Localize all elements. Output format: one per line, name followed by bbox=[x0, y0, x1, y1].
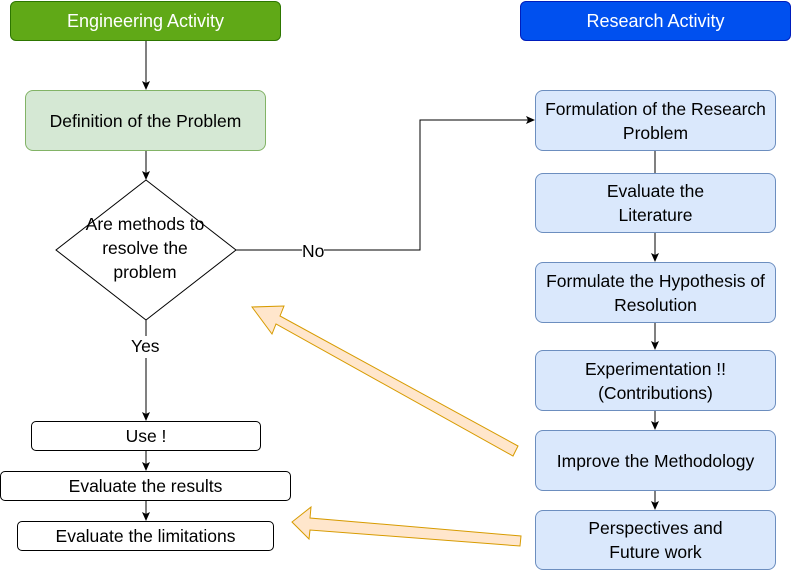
connector-no-branch bbox=[236, 116, 535, 251]
feedback-arrow-to-decision bbox=[251, 305, 519, 457]
evaluate-limitations-box: Evaluate the limitations bbox=[17, 521, 274, 551]
engineering-activity-header: Engineering Activity bbox=[10, 1, 281, 41]
decision-label: Are methods to resolve the problem bbox=[85, 214, 205, 282]
use-box: Use ! bbox=[31, 421, 261, 451]
research-step-formulation: Formulation of the Research Problem bbox=[535, 90, 776, 151]
evaluate-results-box: Evaluate the results bbox=[0, 471, 291, 501]
research-step-experimentation: Experimentation !! (Contributions) bbox=[535, 350, 776, 411]
definition-of-problem-box: Definition of the Problem bbox=[25, 90, 266, 151]
research-step-literature: Evaluate the Literature bbox=[535, 173, 776, 233]
no-label: No bbox=[302, 241, 325, 261]
research-step-hypothesis: Formulate the Hypothesis of Resolution bbox=[535, 262, 776, 323]
feedback-arrow-to-limitations bbox=[291, 505, 522, 547]
yes-label: Yes bbox=[131, 336, 160, 356]
research-activity-header: Research Activity bbox=[520, 1, 791, 41]
research-step-perspectives: Perspectives and Future work bbox=[535, 510, 776, 570]
research-step-improve-methodology: Improve the Methodology bbox=[535, 430, 776, 491]
